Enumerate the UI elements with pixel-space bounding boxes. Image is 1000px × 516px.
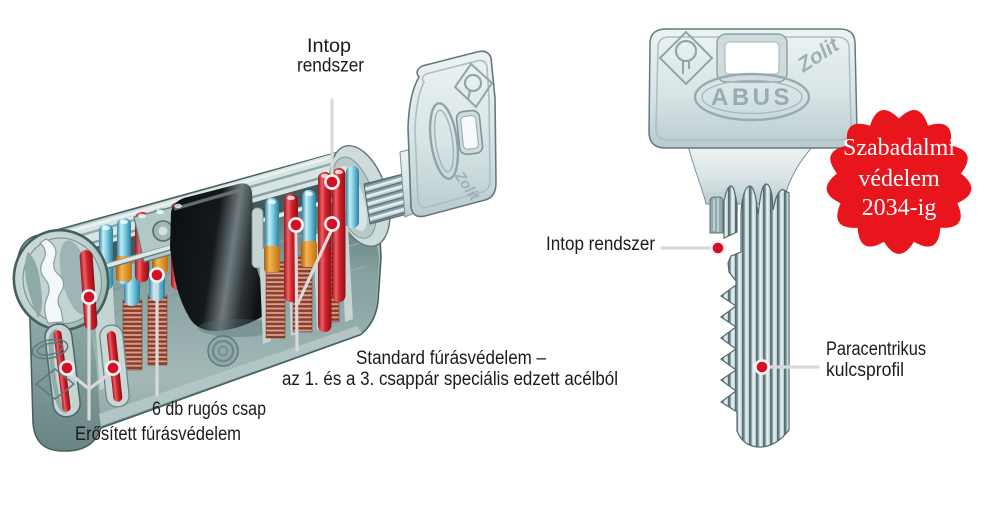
svg-text:ABUS: ABUS [711, 84, 793, 111]
svg-text:védelem: védelem [858, 166, 940, 192]
svg-text:6 db rugós csap: 6 db rugós csap [152, 399, 266, 420]
svg-text:kulcsprofil: kulcsprofil [826, 360, 904, 381]
svg-text:rendszer: rendszer [297, 56, 365, 77]
svg-text:Paracentrikus: Paracentrikus [826, 339, 926, 360]
svg-text:Intop: Intop [307, 36, 351, 57]
svg-text:az 1. és a 3. csappár speciáli: az 1. és a 3. csappár speciális edzett a… [282, 369, 618, 390]
svg-text:2034-ig: 2034-ig [862, 195, 937, 221]
svg-text:Standard fúrásvédelem –: Standard fúrásvédelem – [356, 348, 546, 369]
svg-text:Intop rendszer: Intop rendszer [546, 234, 656, 255]
svg-text:Erősített fúrásvédelem: Erősített fúrásvédelem [75, 424, 241, 445]
svg-text:Szabadalmi: Szabadalmi [843, 135, 955, 161]
